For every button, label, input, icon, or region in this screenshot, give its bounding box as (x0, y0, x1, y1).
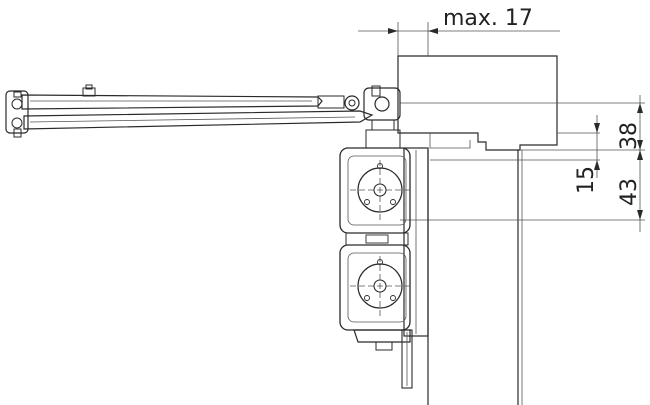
arrow-head (637, 150, 643, 160)
closer-body (339, 147, 429, 389)
arrow-head (637, 103, 643, 113)
arrow-head (388, 28, 398, 34)
dimension-top-offset: max. 17 (443, 6, 533, 31)
arrow-head (428, 28, 438, 34)
arrow-head (637, 140, 643, 150)
frame-profile (397, 55, 558, 405)
dimension-right-43: 43 (617, 178, 642, 206)
dimension-middle-15: 15 (574, 166, 599, 194)
arrow-head (594, 160, 600, 170)
arrow-head (594, 123, 600, 133)
dimension-lines (358, 22, 645, 232)
arrow-head (637, 210, 643, 220)
closer-arm (5, 84, 401, 149)
dimension-right-38: 38 (617, 122, 642, 150)
